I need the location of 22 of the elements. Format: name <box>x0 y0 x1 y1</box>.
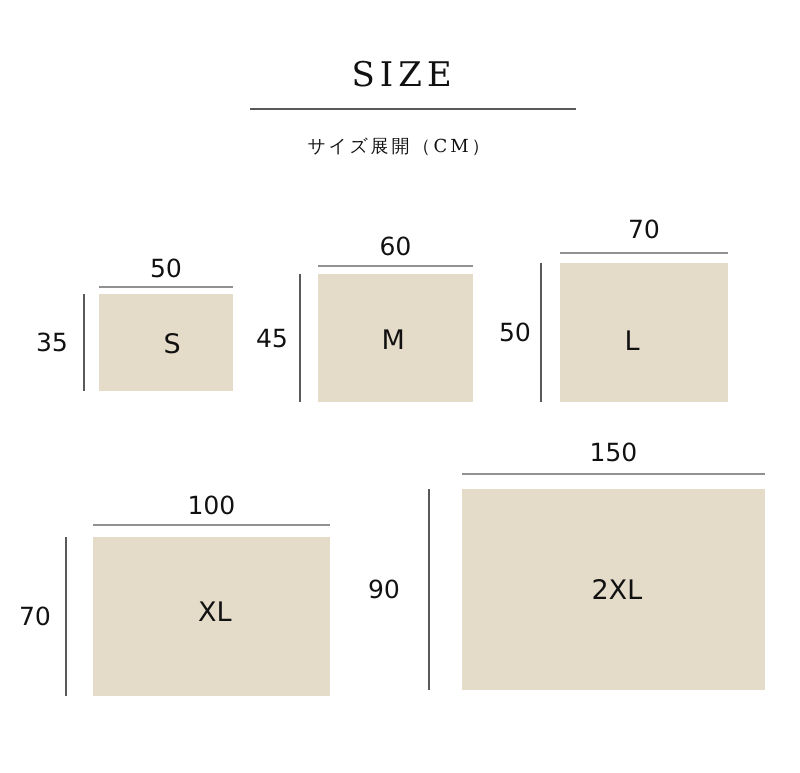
dimension-label: 60 <box>380 234 412 258</box>
size-label: M <box>382 326 405 354</box>
dimension-label: 35 <box>36 330 68 355</box>
title: SIZE <box>352 58 457 92</box>
dimension-label: 70 <box>19 604 51 629</box>
size-rectangle <box>462 489 765 690</box>
dimension-label: 45 <box>256 326 288 350</box>
size-label: 2XL <box>592 576 642 604</box>
size-label: XL <box>198 598 232 626</box>
dimension-label: 100 <box>188 492 236 518</box>
size-rectangle <box>560 263 728 402</box>
size-label: S <box>164 330 181 358</box>
size-rectangle <box>93 537 330 696</box>
size-rectangle <box>99 294 233 391</box>
dimension-label: 50 <box>150 256 182 280</box>
dimension-label: 90 <box>368 577 400 602</box>
dimension-label: 150 <box>590 440 638 464</box>
dimension-label: 50 <box>499 320 531 345</box>
subtitle: サイズ展開（CM） <box>308 138 493 156</box>
size-label: L <box>624 328 640 354</box>
size-rectangle <box>318 274 473 402</box>
dimension-label: 70 <box>628 216 660 242</box>
